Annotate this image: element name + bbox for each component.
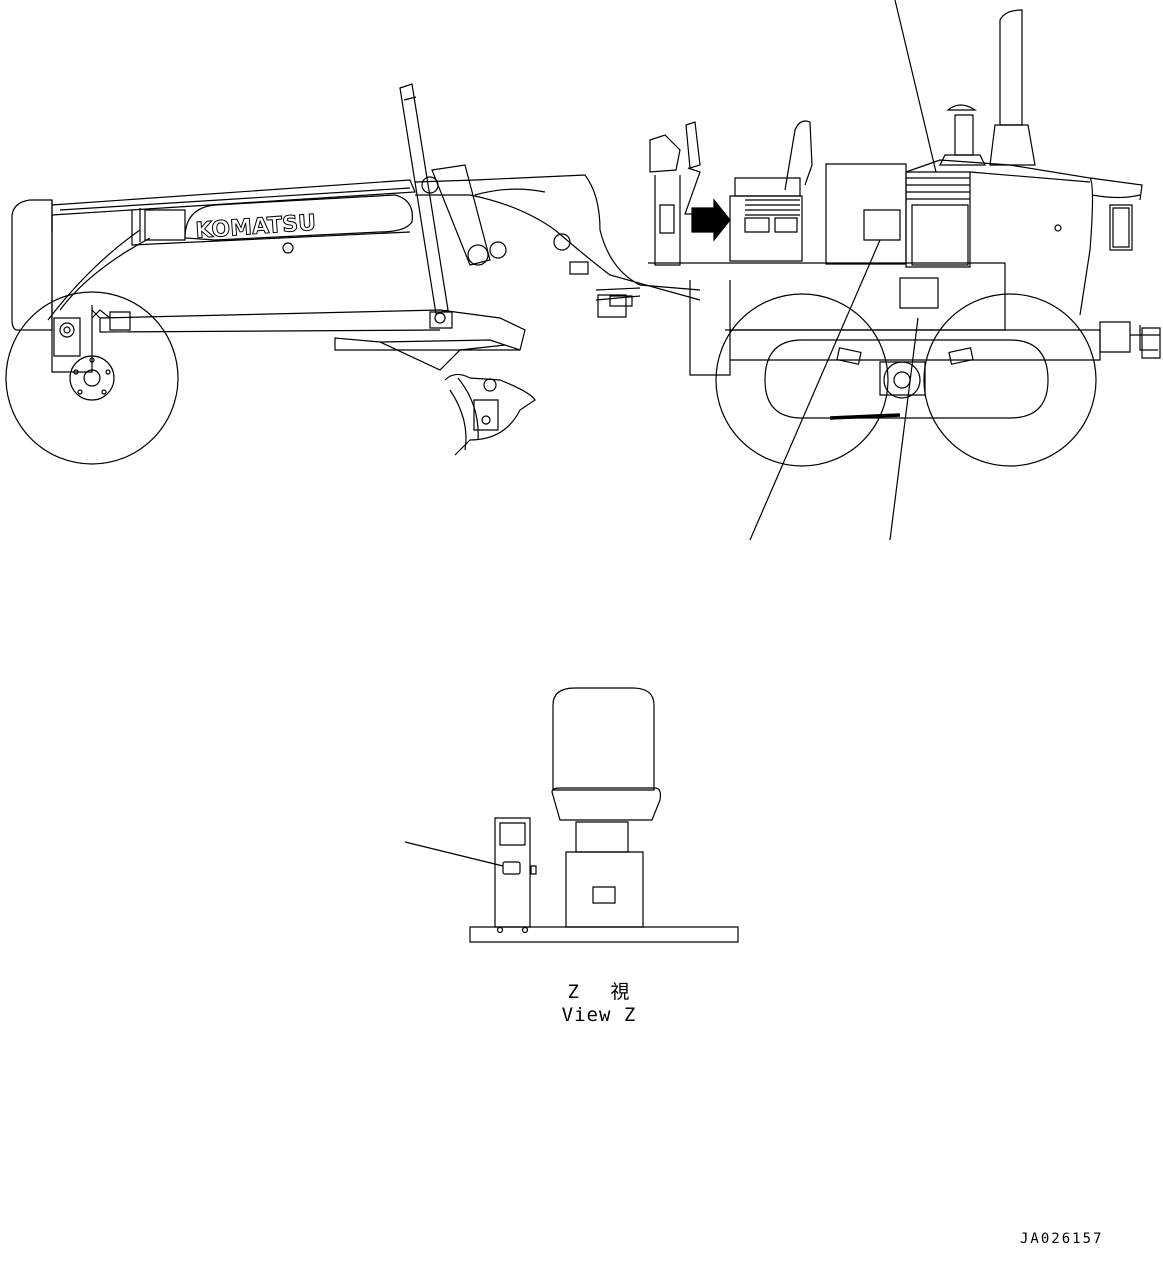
floor-plate	[470, 927, 738, 942]
front-nose	[12, 200, 92, 372]
lift-cylinder	[400, 84, 570, 323]
view-z-label-japanese: Z 視	[567, 981, 631, 1003]
view-z-detail	[405, 688, 738, 942]
drawing-number: JA026157	[1020, 1231, 1104, 1247]
rear-frame	[570, 262, 1160, 375]
label-leader-line	[405, 842, 503, 866]
drawbar	[92, 310, 525, 370]
leader-lines	[750, 0, 936, 540]
view-z-label-english: View Z	[561, 1004, 637, 1026]
main-frame: KOMATSU	[48, 175, 700, 320]
komatsu-logo: KOMATSU	[195, 211, 317, 244]
operator-seat	[730, 121, 812, 261]
machine-side-view: KOMATSU	[6, 0, 1160, 540]
seat-backrest	[553, 688, 654, 790]
engine-hood	[826, 10, 1142, 315]
label-plate	[503, 862, 520, 874]
side-console	[495, 818, 530, 927]
blade	[445, 374, 535, 455]
seat-base	[566, 852, 643, 927]
tandem-wheels	[716, 294, 1096, 466]
steering-console	[650, 122, 730, 265]
seat-cushion	[552, 788, 660, 820]
